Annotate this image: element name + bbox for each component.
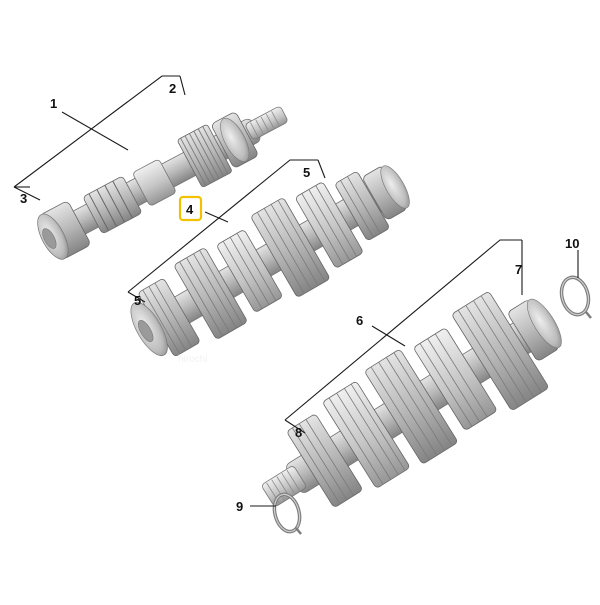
output-shaft-assembly	[262, 292, 562, 507]
highlight-box	[178, 195, 203, 222]
callout-1: 1	[50, 96, 57, 111]
leader-lines	[13, 75, 579, 507]
callout-10: 10	[565, 236, 579, 251]
callout-6: 6	[356, 313, 363, 328]
callout-9: 9	[236, 499, 243, 514]
callout-8: 8	[295, 425, 302, 440]
circlip-9	[272, 492, 302, 535]
callout-5-upper: 5	[303, 165, 310, 180]
watermark: hirochi	[178, 354, 207, 365]
layshaft-assembly	[130, 165, 410, 357]
circlip-10	[559, 275, 592, 319]
input-shaft-assembly	[37, 106, 288, 260]
callout-5-lower: 5	[134, 293, 141, 308]
callout-3: 3	[20, 191, 27, 206]
callouts: 1 2 3 4 5 5 6 7 8 9 10	[20, 81, 579, 514]
callout-2: 2	[169, 81, 176, 96]
callout-7: 7	[515, 262, 522, 277]
callout-4: 4	[186, 202, 194, 217]
